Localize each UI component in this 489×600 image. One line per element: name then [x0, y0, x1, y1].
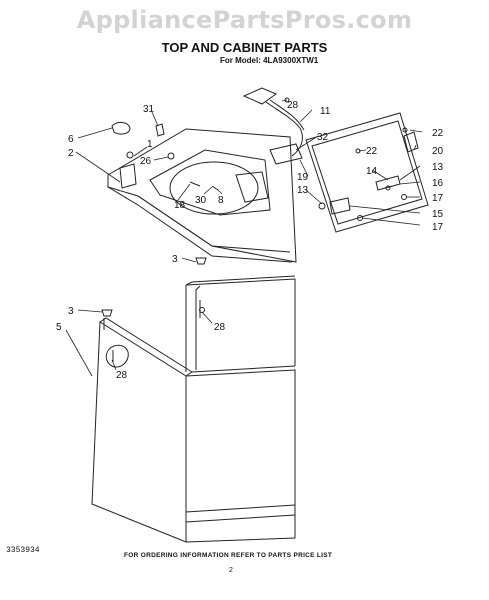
callout-14: 14 [366, 166, 378, 177]
callout-18: 18 [174, 200, 186, 211]
callout-5: 5 [56, 322, 62, 333]
callout-26: 26 [140, 156, 152, 167]
page-number: 2 [229, 567, 233, 574]
callout-30: 30 [195, 195, 207, 206]
callout-13: 13 [432, 162, 444, 173]
callout-17: 17 [432, 193, 444, 204]
callout-28: 28 [287, 100, 299, 111]
model-subtitle: For Model: 4LA9300XTW1 [220, 56, 319, 65]
callout-22: 22 [366, 146, 378, 157]
callout-8: 8 [218, 195, 224, 206]
leader-lines [65, 99, 423, 377]
callout-13: 13 [297, 185, 309, 196]
callout-28: 28 [116, 370, 128, 381]
callout-31: 31 [143, 104, 155, 115]
wire-harness [242, 87, 305, 165]
callout-20: 20 [432, 146, 444, 157]
callout-3: 3 [172, 254, 178, 265]
watermark: AppliancePartsPros.com [76, 6, 413, 34]
callout-17: 17 [432, 222, 444, 233]
callout-2: 2 [68, 148, 74, 159]
callout-22: 22 [432, 128, 444, 139]
cabinet [91, 275, 296, 543]
callout-3: 3 [68, 306, 74, 317]
ordering-note: FOR ORDERING INFORMATION REFER TO PARTS … [124, 552, 333, 559]
callout-labels: 31 6 1 2 26 18 30 8 28 11 32 19 13 22 22… [56, 100, 444, 381]
callout-15: 15 [432, 209, 444, 220]
top-panel [107, 128, 297, 263]
callout-28: 28 [214, 322, 226, 333]
hinge-assembly [111, 121, 219, 191]
callout-32: 32 [317, 132, 329, 143]
diagram-title: TOP AND CABINET PARTS [161, 40, 328, 55]
screws [101, 257, 207, 317]
callout-19: 19 [297, 172, 309, 183]
callout-16: 16 [432, 178, 444, 189]
callout-6: 6 [68, 134, 74, 145]
callout-1: 1 [147, 139, 153, 150]
document-id: 3353934 [6, 546, 40, 555]
callout-11: 11 [320, 106, 331, 117]
